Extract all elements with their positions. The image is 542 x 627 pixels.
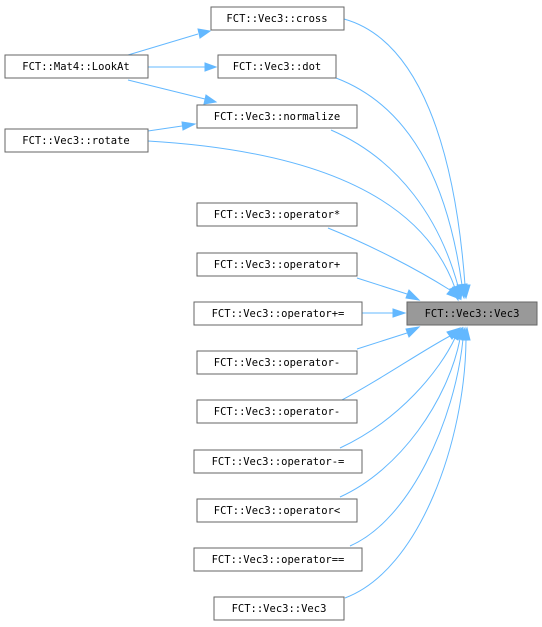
node-operator-mul[interactable]: FCT::Vec3::operator* (196, 202, 358, 227)
node-label: FCT::Vec3::normalize (214, 111, 340, 123)
node-label: FCT::Vec3::operator< (214, 505, 340, 517)
node-lookat[interactable]: FCT::Mat4::LookAt (4, 54, 149, 79)
node-label: FCT::Vec3::operator- (214, 406, 340, 418)
node-label: FCT::Vec3::dot (233, 61, 322, 73)
edge-opmul-to-target (327, 227, 462, 300)
node-operator-less[interactable]: FCT::Vec3::operator< (196, 498, 358, 523)
node-operator-minus-1[interactable]: FCT::Vec3::operator- (196, 350, 358, 375)
edge-lookat-to-cross (127, 28, 212, 56)
edge-opplusassign-to-target (362, 308, 407, 318)
node-label: FCT::Vec3::cross (226, 13, 327, 25)
node-label: FCT::Vec3::operator* (214, 209, 340, 221)
node-label: FCT::Vec3::Vec3 (232, 603, 327, 615)
node-label: FCT::Vec3::Vec3 (425, 308, 520, 320)
edge-layer (127, 18, 471, 599)
node-operator-equal[interactable]: FCT::Vec3::operator== (193, 547, 363, 572)
edge-opplus-to-target (356, 277, 421, 301)
node-label: FCT::Vec3::operator+= (212, 308, 345, 320)
node-rotate[interactable]: FCT::Vec3::rotate (4, 128, 149, 153)
node-cross[interactable]: FCT::Vec3::cross (210, 6, 345, 31)
node-label: FCT::Mat4::LookAt (22, 61, 129, 73)
edge-lookat-to-dot (148, 62, 218, 72)
edge-lookat-to-normalize (127, 79, 218, 105)
edge-rotate-to-normalize (147, 121, 197, 132)
node-label: FCT::Vec3::operator-= (212, 456, 345, 468)
node-operator-minus-2[interactable]: FCT::Vec3::operator- (196, 399, 358, 424)
edge-ctor-to-target (344, 326, 471, 599)
edge-cross-to-target (343, 18, 471, 300)
node-dot[interactable]: FCT::Vec3::dot (217, 54, 337, 79)
node-vec3-constructor[interactable]: FCT::Vec3::Vec3 (213, 596, 345, 621)
node-operator-minus-assign[interactable]: FCT::Vec3::operator-= (193, 449, 363, 474)
edge-opminus2-to-target (339, 327, 462, 402)
node-label: FCT::Vec3::operator+ (214, 259, 340, 271)
node-operator-plus-assign[interactable]: FCT::Vec3::operator+= (193, 301, 363, 326)
node-vec3-vec3-target[interactable]: FCT::Vec3::Vec3 (406, 301, 538, 326)
node-label: FCT::Vec3::operator- (214, 357, 340, 369)
node-operator-plus[interactable]: FCT::Vec3::operator+ (196, 252, 358, 277)
node-label: FCT::Vec3::rotate (22, 135, 129, 147)
node-label: FCT::Vec3::operator== (212, 554, 345, 566)
node-normalize[interactable]: FCT::Vec3::normalize (196, 104, 358, 129)
node-layer: FCT::Vec3::cross FCT::Mat4::LookAt FCT::… (4, 6, 538, 621)
edge-opminus1-to-target (356, 326, 421, 350)
